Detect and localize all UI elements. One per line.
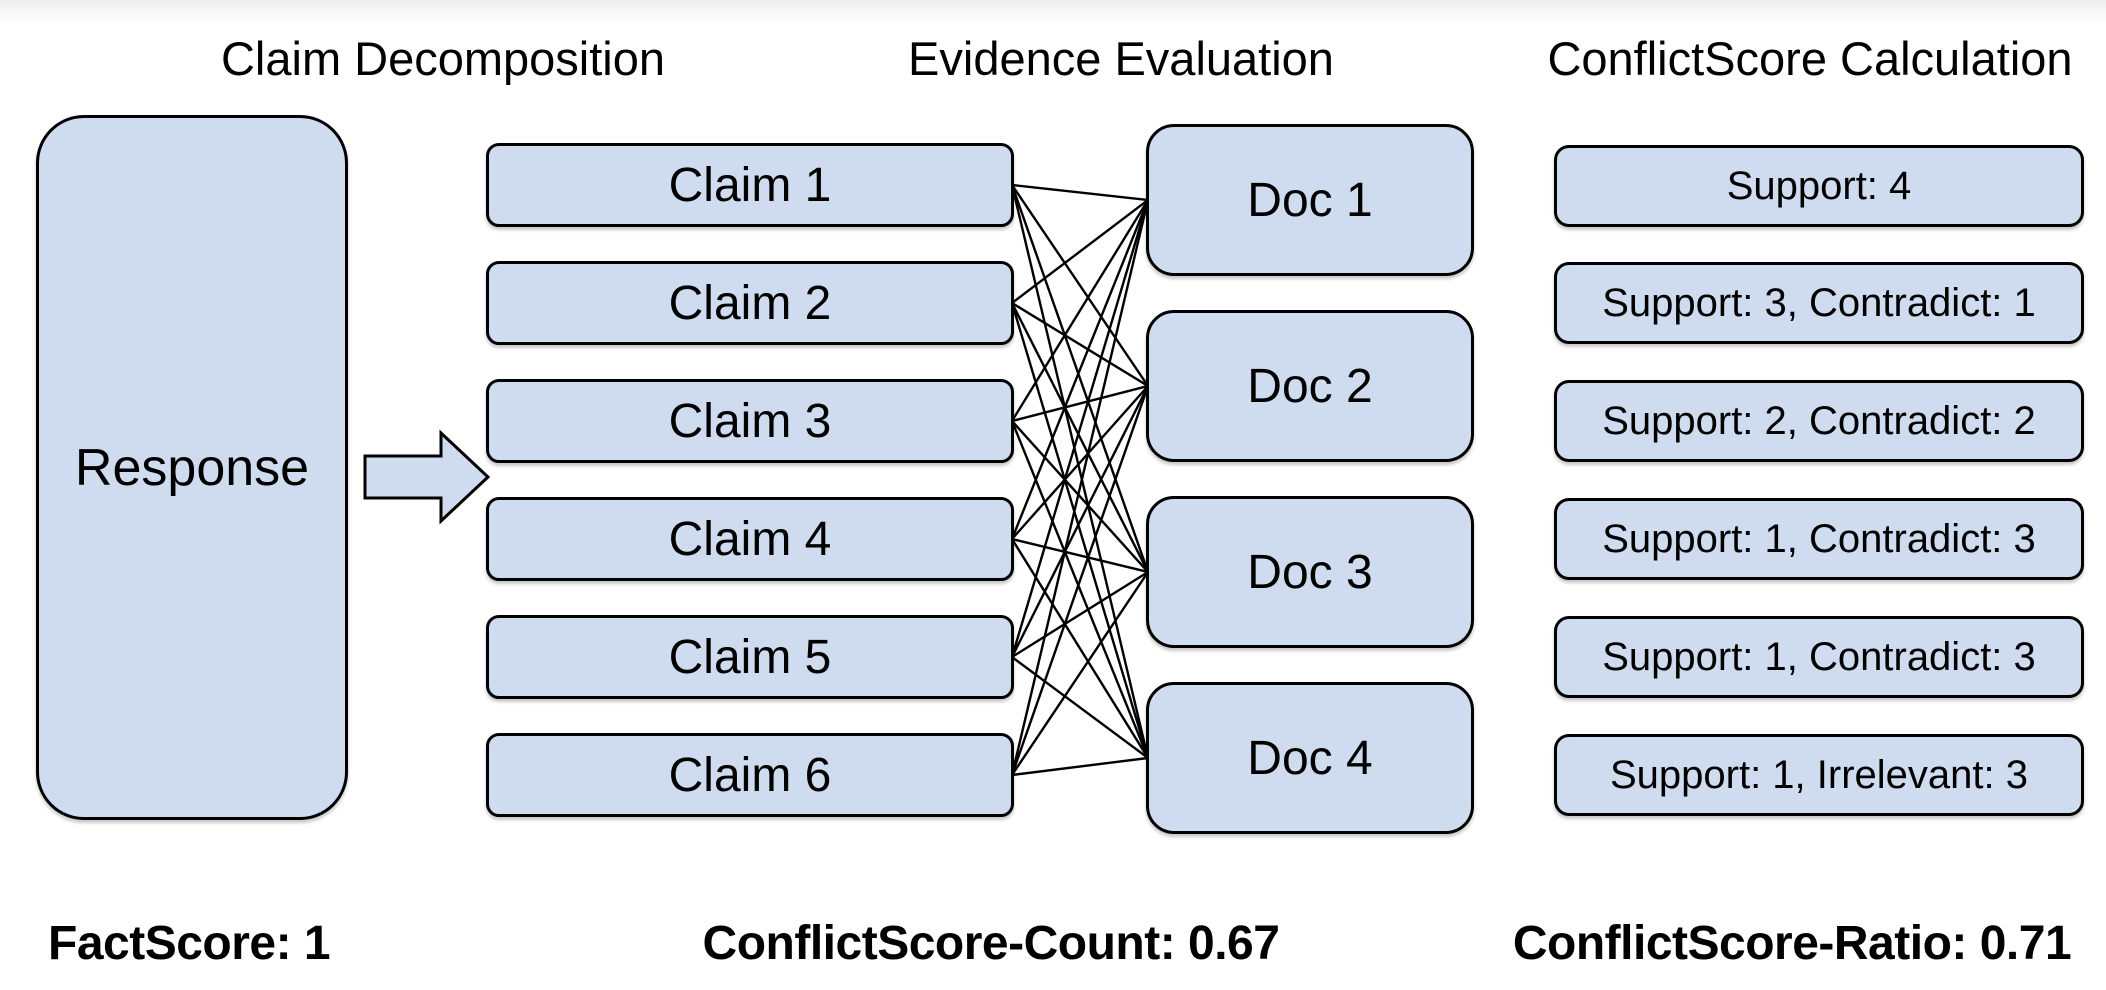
edge-claim4-doc1 [1010, 199, 1150, 540]
edge-claim6-doc3 [1011, 571, 1149, 776]
edge-claim4-doc2 [1011, 385, 1149, 540]
claim-score-node-6: Support: 1, Irrelevant: 3 [1554, 734, 2084, 816]
edge-claim1-doc2 [1011, 184, 1149, 387]
edge-claim4-doc3 [1011, 537, 1149, 574]
claim-score-node-5: Support: 1, Contradict: 3 [1554, 616, 2084, 698]
metric-conflictscore-ratio: ConflictScore-Ratio: 0.71 [1512, 917, 2072, 970]
response-label: Response [74, 438, 310, 497]
metric-factscore: FactScore: 1 [48, 917, 331, 970]
edge-claim2-doc3 [1010, 302, 1150, 573]
edge-claim4-doc4 [1010, 538, 1150, 759]
doc-node-3: Doc 3 [1146, 496, 1474, 648]
edge-claim6-doc2 [1010, 385, 1150, 776]
claim-node-6: Claim 6 [486, 733, 1014, 817]
top-edge-shadow [0, 0, 2106, 24]
claim-node-5: Claim 5 [486, 615, 1014, 699]
response-node: Response [36, 115, 348, 820]
edge-claim2-doc2 [1011, 301, 1149, 388]
claim-score-node-4: Support: 1, Contradict: 3 [1554, 498, 2084, 580]
claim-score-node-1: Support: 4 [1554, 145, 2084, 227]
edge-claim1-doc4 [1010, 184, 1150, 759]
edge-claim3-doc4 [1010, 420, 1150, 759]
claim-score-node-2: Support: 3, Contradict: 1 [1554, 262, 2084, 344]
edge-claim5-doc3 [1011, 570, 1149, 659]
section-title-claim-decomposition: Claim Decomposition [220, 32, 666, 85]
edge-claim3-doc1 [1010, 199, 1150, 422]
edge-claim3-doc3 [1011, 420, 1149, 573]
edge-claim6-doc4 [1011, 756, 1149, 777]
claim-node-1: Claim 1 [486, 143, 1014, 227]
edge-claim5-doc4 [1011, 656, 1149, 759]
edge-claim2-doc1 [1011, 199, 1149, 304]
claim-node-3: Claim 3 [486, 379, 1014, 463]
edge-claim2-doc4 [1010, 302, 1150, 759]
doc-node-1: Doc 1 [1146, 124, 1474, 276]
claim-node-4: Claim 4 [486, 497, 1014, 581]
doc-node-4: Doc 4 [1146, 682, 1474, 834]
edge-claim1-doc1 [1011, 183, 1149, 202]
edge-claim5-doc2 [1010, 385, 1150, 658]
edge-claim6-doc1 [1010, 199, 1150, 776]
claim-score-node-3: Support: 2, Contradict: 2 [1554, 380, 2084, 462]
metric-conflictscore-count: ConflictScore-Count: 0.67 [702, 917, 1280, 970]
doc-node-2: Doc 2 [1146, 310, 1474, 462]
section-title-evidence-evaluation: Evidence Evaluation [908, 32, 1334, 85]
section-title-conflictscore-calculation: ConflictScore Calculation [1547, 32, 2073, 85]
edge-claim5-doc1 [1010, 199, 1150, 658]
edge-claim3-doc2 [1011, 384, 1149, 423]
edge-claim1-doc3 [1010, 184, 1150, 573]
claim-node-2: Claim 2 [486, 261, 1014, 345]
